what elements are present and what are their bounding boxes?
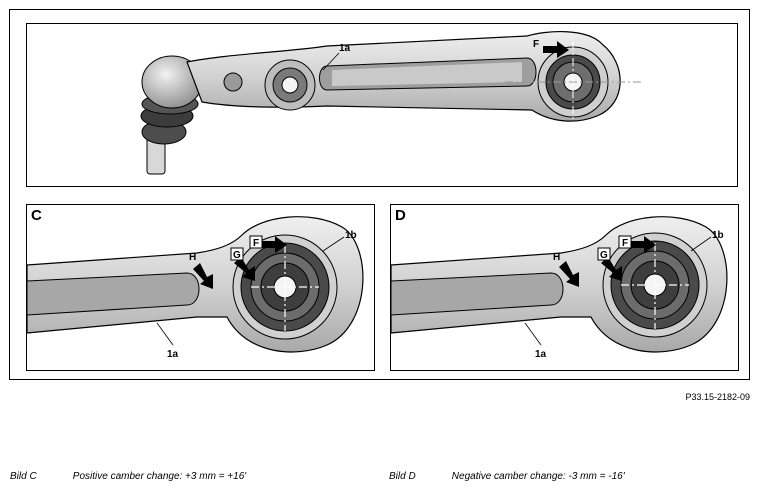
arrow-h-c [193,263,213,289]
callout-bushing-d: 1b [712,230,724,241]
caption-label-c: Bild C [10,471,37,482]
caption-c: Bild C Positive camber change: +3 mm = +… [10,471,246,482]
callout-g-c: G [233,250,241,261]
figure-reference-code: P33.15-2182-09 [685,392,750,402]
caption-d: Bild D Negative camber change: -3 mm = -… [389,471,625,482]
overview-panel: F 1a [26,23,738,187]
callout-h-d: H [553,252,560,263]
callout-force-c: F [253,238,259,249]
arrow-h-d [559,261,579,287]
callout-force: F [533,39,539,50]
callout-g-d: G [600,250,608,261]
panel-letter-c: C [31,207,42,224]
callout-arm-c: 1a [167,349,179,360]
outer-bushing [505,42,641,124]
ball-joint [140,55,203,175]
detail-illustration-c: F G H 1b 1a [27,216,364,360]
caption-text-c: Positive camber change: +3 mm = +16' [72,471,247,482]
force-arrow-c [262,236,287,253]
callout-arm: 1a [339,43,351,54]
detail-illustration-d: F G H 1b 1a [391,216,728,360]
callout-h-c: H [189,252,196,263]
control-arm-illustration: F 1a [140,31,641,175]
detail-panel-d: D F G H 1b 1a [390,204,739,371]
caption-text-d: Negative camber change: -3 mm = -16' [451,471,625,482]
caption-label-d: Bild D [389,471,416,482]
force-arrow-d [631,236,656,253]
arrow-g-d [601,257,622,281]
inner-bushing [264,59,316,111]
callout-arm-d: 1a [535,349,547,360]
panel-letter-d: D [395,207,406,224]
detail-panel-c: C F G H 1b 1a [26,204,375,371]
force-arrow [543,41,569,58]
figure-frame: F 1a C F G H 1b 1a [9,9,750,380]
arrow-g-c [234,257,255,281]
callout-force-d: F [622,238,628,249]
callout-bushing-c: 1b [345,230,357,241]
